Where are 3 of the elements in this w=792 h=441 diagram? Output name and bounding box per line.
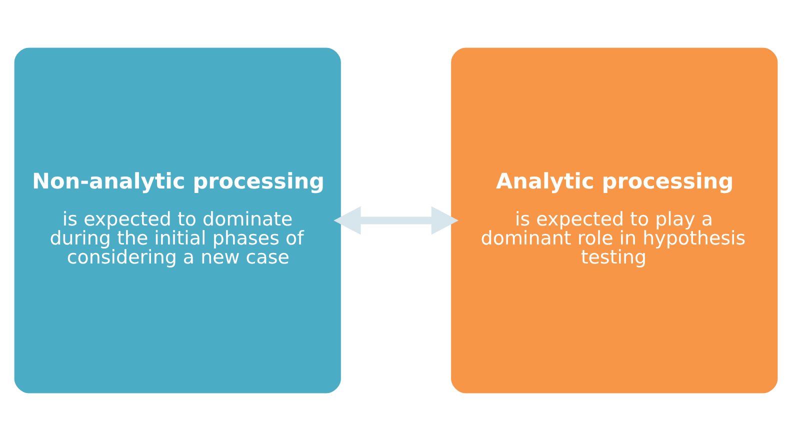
node-box: Analytic processing is expected to play a dominant role in hypothesis testing [450,46,779,395]
arrow [334,206,459,235]
node-box: Non-analytic processing is expected to dominate during the initial phases of considering a new case [13,46,342,395]
